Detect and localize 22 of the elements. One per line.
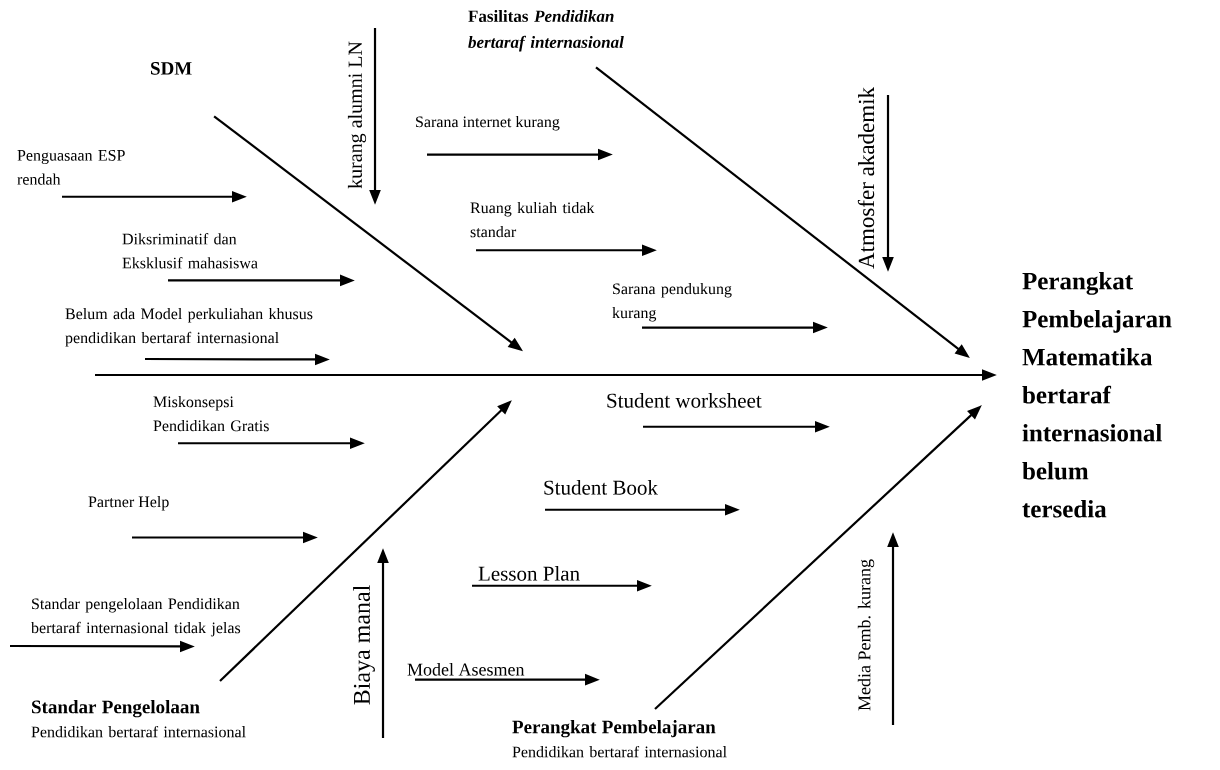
category-heading: Standar Pengelolaan Pendidikan bertaraf internasional xyxy=(31,700,246,738)
cause-label: Partner Help xyxy=(88,496,169,511)
cause-label: Model Asesmen xyxy=(407,663,525,676)
category-heading: SDM xyxy=(151,62,192,75)
cause-label: Standar pengelolaan Pendidikan bertaraf internasional tidak jelas xyxy=(31,598,241,637)
cause-label: Diksriminatif dan Eksklusif mahasiswa xyxy=(122,233,258,269)
cause-label: Belum ada Model perkuliahan khusus pendidikan bertaraf internasional xyxy=(65,308,313,347)
cause-label: Lesson Plan xyxy=(478,566,580,581)
cause-label: Atmosfer akademik xyxy=(857,86,875,269)
category-heading: Fasilitas Pendidikan bertaraf internasional xyxy=(468,10,624,52)
cause-label: Media Pemb. kurang xyxy=(857,559,875,711)
cause-label: kurang alumni LN xyxy=(347,41,367,189)
effect-label: Perangkat Pembelajaran Matematika bertaraf internasional belum tersedia xyxy=(1022,272,1172,518)
cause-label: Ruang kuliah tidak standar xyxy=(470,202,595,238)
cause-label: Penguasaan ESP rendah xyxy=(17,150,125,185)
cause-label: Miskonsepsi Pendidikan Gratis xyxy=(153,396,269,432)
cause-label: Student worksheet xyxy=(607,393,762,408)
cause-label: Sarana pendukung kurang xyxy=(612,283,732,322)
category-heading: Perangkat Pembelajaran Pendidikan bertaraf internasional xyxy=(512,720,727,758)
cause-label: Sarana internet kurang xyxy=(416,116,560,131)
cause-label: Biaya manal xyxy=(353,585,375,705)
cause-label: Student Book xyxy=(544,480,658,495)
